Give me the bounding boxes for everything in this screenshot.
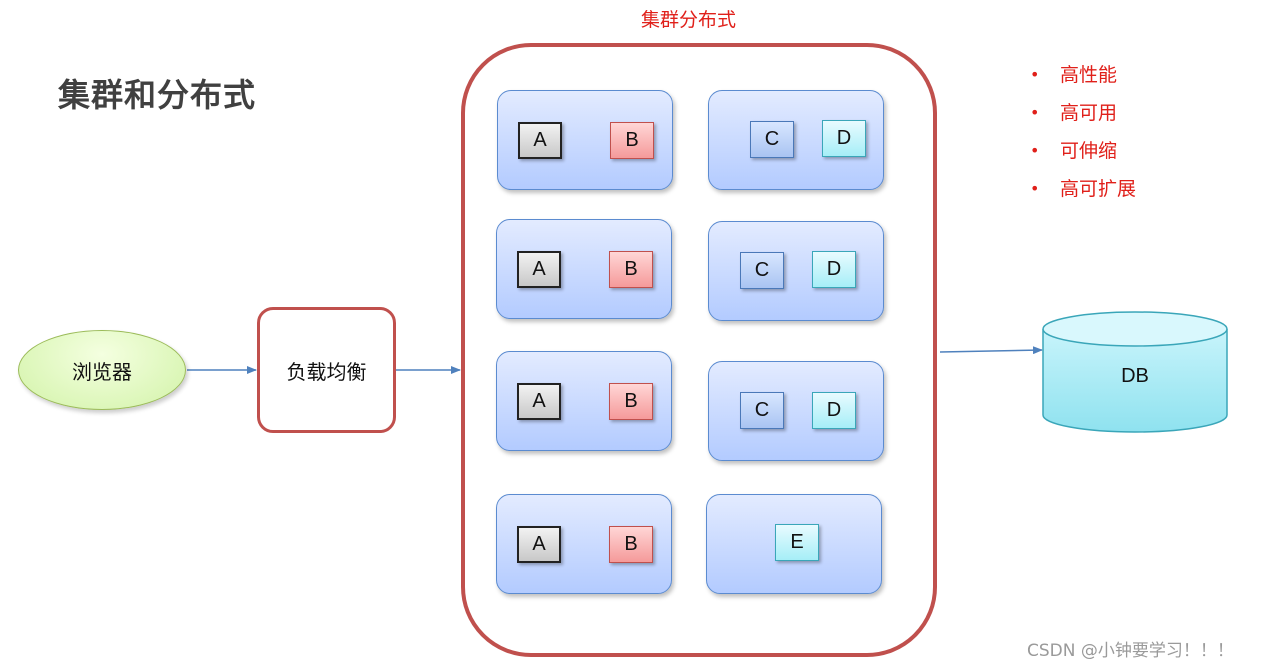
module-box: A <box>518 122 562 159</box>
module-box: D <box>812 251 856 288</box>
server-node: C D <box>708 221 884 321</box>
module-box: A <box>517 383 561 420</box>
server-node: A B <box>496 494 672 594</box>
module-box: B <box>609 251 653 288</box>
bullet-icon: • <box>1030 179 1040 198</box>
cluster-frame <box>461 43 937 657</box>
module-box: C <box>750 121 794 158</box>
module-box: C <box>740 252 784 289</box>
module-box: A <box>517 251 561 288</box>
feature-label: 高可扩展 <box>1060 178 1137 200</box>
bullet-icon: • <box>1030 141 1040 160</box>
page-title: 集群和分布式 <box>58 76 257 114</box>
load-balancer-node: 负载均衡 <box>257 307 396 433</box>
module-box: E <box>775 524 819 561</box>
server-node: C D <box>708 361 884 461</box>
feature-label: 可伸缩 <box>1060 140 1118 162</box>
server-node: A B <box>496 351 672 451</box>
module-box: B <box>610 122 654 159</box>
browser-label: 浏览器 <box>72 359 132 384</box>
server-node: A B <box>497 90 673 190</box>
module-box: D <box>822 120 866 157</box>
server-node: C D <box>708 90 884 190</box>
feature-item: • 高可用 <box>1030 100 1136 138</box>
feature-label: 高性能 <box>1060 64 1118 86</box>
module-box: B <box>609 383 653 420</box>
module-box: B <box>609 526 653 563</box>
feature-label: 高可用 <box>1060 102 1118 124</box>
server-node: A B <box>496 219 672 319</box>
module-box: C <box>740 392 784 429</box>
module-box: D <box>812 392 856 429</box>
feature-item: • 可伸缩 <box>1030 138 1136 176</box>
bullet-icon: • <box>1030 103 1040 122</box>
server-node: E <box>706 494 882 594</box>
database-label: DB <box>1121 365 1149 387</box>
feature-item: • 高性能 <box>1030 62 1136 100</box>
feature-item: • 高可扩展 <box>1030 176 1136 214</box>
cluster-label: 集群分布式 <box>641 9 737 31</box>
module-box: A <box>517 526 561 563</box>
load-balancer-label: 负载均衡 <box>286 359 367 384</box>
browser-node: 浏览器 <box>18 330 186 410</box>
bullet-icon: • <box>1030 65 1040 84</box>
watermark: CSDN @小钟要学习！！！ <box>1027 641 1234 661</box>
feature-list: • 高性能 • 高可用 • 可伸缩 • 高可扩展 <box>1030 62 1136 214</box>
database-cylinder <box>1042 311 1228 433</box>
arrow-cluster-to-db <box>939 346 1043 355</box>
